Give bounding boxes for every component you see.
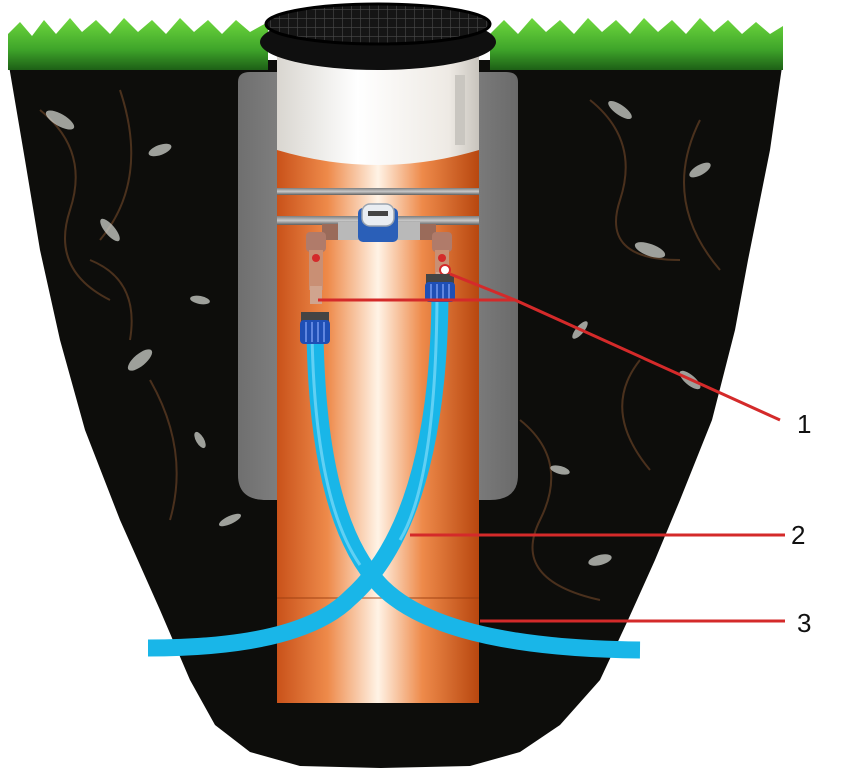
pipe-manifold bbox=[306, 224, 452, 290]
support-bar-top bbox=[277, 188, 479, 195]
right-valve-knob bbox=[439, 264, 451, 276]
upper-white-section bbox=[277, 40, 479, 165]
lid-grate bbox=[264, 2, 492, 46]
soil-texture bbox=[39, 89, 721, 601]
white-highlight bbox=[455, 75, 465, 145]
callout-leader-1 bbox=[318, 272, 781, 422]
hose-coupling-left bbox=[300, 312, 330, 344]
grass-strip-right bbox=[490, 18, 783, 70]
grass-strip bbox=[8, 18, 268, 70]
callout-number-3: 3 bbox=[797, 608, 811, 638]
hose-left bbox=[306, 333, 641, 659]
callout-number-2: 2 bbox=[791, 520, 805, 550]
water-meter bbox=[338, 203, 420, 242]
hose-right-highlight bbox=[398, 295, 439, 541]
hose-coupling-right bbox=[425, 274, 455, 302]
callout-number-1: 1 bbox=[797, 409, 811, 439]
hose-left-highlight bbox=[310, 333, 362, 566]
